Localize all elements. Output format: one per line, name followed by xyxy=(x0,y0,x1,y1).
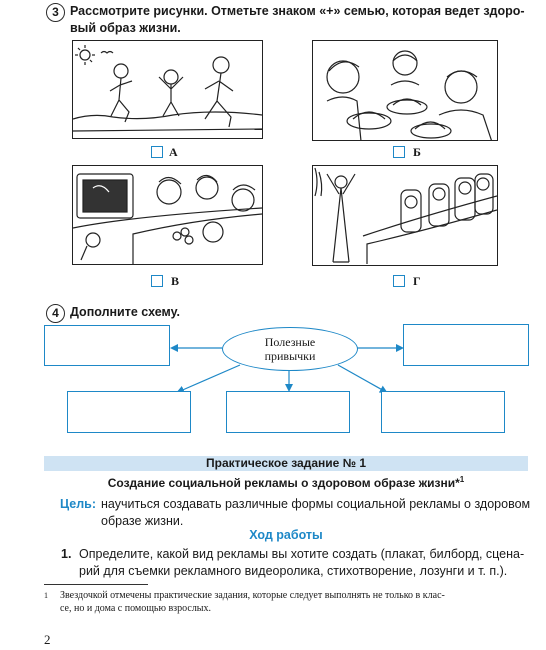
step-1-line-1: Определите, какой вид рекламы вы хотите … xyxy=(79,547,525,561)
footnote-line-1: Звездочкой отмечены практические задания… xyxy=(60,590,445,601)
label-b: Б xyxy=(413,145,421,159)
task-4-instruction: Дополните схему. xyxy=(70,305,180,319)
goal-text: научиться создавать различные формы соци… xyxy=(101,496,531,530)
checkbox-v[interactable] xyxy=(151,275,163,287)
arrow-bottom-left xyxy=(176,364,241,394)
checkbox-g[interactable] xyxy=(393,275,405,287)
footnote-divider xyxy=(44,584,148,585)
center-label-line-2: привычки xyxy=(264,349,316,363)
checkbox-a[interactable] xyxy=(151,146,163,158)
overeating-family-illustration xyxy=(326,50,492,140)
task-3-line-1: Рассмотрите рисунки. Отметьте знаком «+»… xyxy=(70,4,525,18)
workflow-title: Ход работы xyxy=(249,528,323,542)
scheme-center-ellipse: Полезные привычки xyxy=(222,327,358,371)
practical-band xyxy=(44,456,528,471)
picture-g xyxy=(312,165,498,266)
footnote-text: Звездочкой отмечены практические задания… xyxy=(60,589,532,615)
page-number: 2 xyxy=(44,632,51,647)
footnote-mark: 1 xyxy=(44,591,48,600)
goal-line-2: образе жизни. xyxy=(101,514,184,528)
goal-label: Цель: xyxy=(60,497,97,511)
tv-family-illustration xyxy=(73,173,262,264)
step-1-number: 1. xyxy=(61,547,72,561)
label-a: А xyxy=(169,145,178,159)
scheme-box-bottom-center[interactable] xyxy=(226,391,350,433)
practical-title: Практическое задание № 1 xyxy=(205,456,367,470)
center-label-line-1: Полезные xyxy=(264,335,316,349)
picture-v xyxy=(72,165,263,265)
practical-subtitle-text: Создание социальной рекламы о здоровом о… xyxy=(107,476,460,490)
picture-a xyxy=(72,40,263,139)
scheme-box-top-left[interactable] xyxy=(44,325,170,366)
picture-b xyxy=(312,40,498,141)
task-number-4: 4 xyxy=(46,304,65,323)
checkbox-b[interactable] xyxy=(393,146,405,158)
task-3-line-2: вый образ жизни. xyxy=(70,21,181,35)
task-number-3: 3 xyxy=(46,3,65,22)
arrow-bottom-right xyxy=(337,364,388,393)
step-1-text: Определите, какой вид рекламы вы хотите … xyxy=(79,546,531,580)
footnote-line-2: се, но и дома с помощью взрослых. xyxy=(60,603,212,614)
step-1-line-2: рий для съемки рекламного видеоролика, с… xyxy=(79,564,508,578)
footnote-ref: 1 xyxy=(459,475,465,484)
scheme-box-bottom-left[interactable] xyxy=(67,391,191,433)
goal-line-1: научиться создавать различные формы соци… xyxy=(101,497,531,511)
practical-subtitle: Создание социальной рекламы о здоровом о… xyxy=(44,472,528,491)
scheme-box-bottom-right[interactable] xyxy=(381,391,505,433)
label-v: В xyxy=(171,274,180,288)
running-family-illustration xyxy=(73,45,262,132)
scheme-box-top-right[interactable] xyxy=(403,324,529,366)
label-g: Г xyxy=(413,274,421,288)
theatre-family-illustration xyxy=(314,167,497,264)
task-3-instruction: Рассмотрите рисунки. Отметьте знаком «+»… xyxy=(70,3,540,37)
